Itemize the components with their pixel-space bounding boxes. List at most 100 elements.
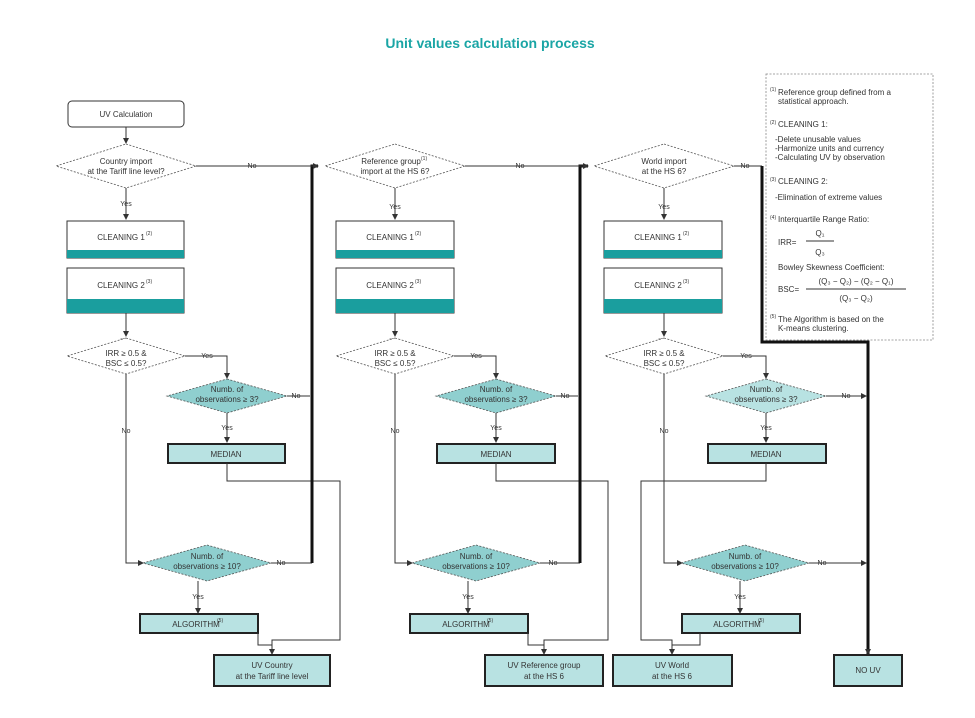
cleaning1-band [604,250,722,258]
obs10-line1: Numb. of [729,552,762,561]
connector [723,355,769,379]
connector [495,463,609,655]
note3-num: (3) [770,177,776,183]
obs3-line1: Numb. of [480,385,513,394]
irr-formula-numerator: Q₁ [816,229,825,238]
connector [454,355,499,379]
bsc-formula-label: BSC= [778,285,799,294]
cleaning1-footnote: (2) [683,231,689,237]
fallback-path-2 [578,163,589,563]
connector [125,374,144,566]
decision-ref-footnote: (1) [421,156,427,162]
cleaning1-band [67,250,184,258]
label-yes: Yes [389,204,401,211]
cleaning2-footnote: (3) [683,279,689,285]
decision-country-line2: at the Tariff line level? [87,167,165,176]
algorithm-label: ALGORITHM [713,620,761,629]
median-label: MEDIAN [210,450,241,459]
note2-item3: -Calculating UV by observation [775,153,885,162]
label-yes: Yes [760,425,772,432]
algorithm-box [139,613,259,634]
cleaning2-band [67,299,184,313]
decision-ref-line2: import at the HS 6? [361,167,430,176]
connector [527,633,544,646]
cleaning2-label: CLEANING 2 [97,281,145,290]
label-yes: Yes [658,204,670,211]
algorithm-label: ALGORITHM [172,620,220,629]
fallback-path-3 [760,166,871,655]
algorithm-footnote: (5) [758,618,764,624]
bowley-head: Bowley Skewness Coefficient: [778,263,885,272]
no-uv-box [833,654,903,687]
cleaning1-footnote: (2) [415,231,421,237]
label-yes: Yes [490,425,502,432]
label-no: No [277,560,286,567]
decision-observations-3 [165,378,289,414]
label-no: No [741,163,750,170]
irr-formula-label: IRR= [778,238,797,247]
cleaning1-label: CLEANING 1 [97,233,145,242]
label-no: No [818,560,827,567]
fallback-path-1 [310,163,319,563]
start-label: UV Calculation [100,110,153,119]
irr-line2: BSC ≤ 0.5? [375,359,416,368]
label-yes: Yes [221,425,233,432]
label-no: No [516,163,525,170]
connector [672,633,701,646]
obs10-line2: observations ≥ 10? [173,562,241,571]
note2-num: (2) [770,120,776,126]
obs3-line2: observations ≥ 3? [464,395,528,404]
algorithm-footnote: (5) [487,618,493,624]
decision-country-line1: Country import [100,157,153,166]
column-country: Country import at the Tariff line level?… [54,143,341,687]
note1-line2: statistical approach. [778,97,849,106]
output-uv-country [213,654,331,687]
cleaning1-footnote: (2) [146,231,152,237]
decision-observations-10 [141,544,273,582]
label-no: No [660,428,669,435]
algorithm-footnote: (5) [217,618,223,624]
irr-line1: IRR ≥ 0.5 & [374,349,416,358]
note2-item2: -Harmonize units and currency [775,144,884,153]
cleaning2-footnote: (3) [415,279,421,285]
algorithm-box [409,613,529,634]
note3-head: CLEANING 2: [778,177,828,186]
irr-line1: IRR ≥ 0.5 & [105,349,147,358]
note1-num: (1) [770,87,776,93]
notes-panel: (1) Reference group defined from a stati… [765,73,934,341]
decision-world-import [592,143,736,189]
decision-world-line2: at the HS 6? [642,167,687,176]
obs3-line2: observations ≥ 3? [195,395,259,404]
label-yes: Yes [734,594,746,601]
median-label: MEDIAN [750,450,781,459]
irr-formula-denominator: Q₃ [815,248,824,257]
output-ref-line1: UV Reference group [508,661,581,670]
note5-line1: The Algorithm is based on the [778,315,884,324]
notes-box [765,73,934,341]
no-uv-label: NO UV [855,666,881,675]
label-yes: Yes [120,201,132,208]
irr-line2: BSC ≤ 0.5? [644,359,685,368]
decision-observations-10 [679,544,811,582]
median-box [707,443,827,464]
label-no: No [391,428,400,435]
cleaning2-band [336,299,454,313]
label-yes: Yes [192,594,204,601]
obs3-line2: observations ≥ 3? [734,395,798,404]
note4-head: Interquartile Range Ratio: [778,215,869,224]
decision-observations-10 [410,544,542,582]
column-world: World import at the HS 6? Yes CLEANING 1… [592,143,867,687]
note5-num: (5) [770,314,776,320]
label-no: No [561,393,570,400]
cleaning2-label: CLEANING 2 [634,281,682,290]
irr-line2: BSC ≤ 0.5? [106,359,147,368]
decision-ref-line1: Reference group [361,157,421,166]
algorithm-label: ALGORITHM [442,620,490,629]
decision-world-line1: World import [641,157,687,166]
label-no: No [842,393,851,400]
label-yes: Yes [201,353,213,360]
output-uv-world [612,654,733,687]
cleaning2-band [604,299,722,313]
